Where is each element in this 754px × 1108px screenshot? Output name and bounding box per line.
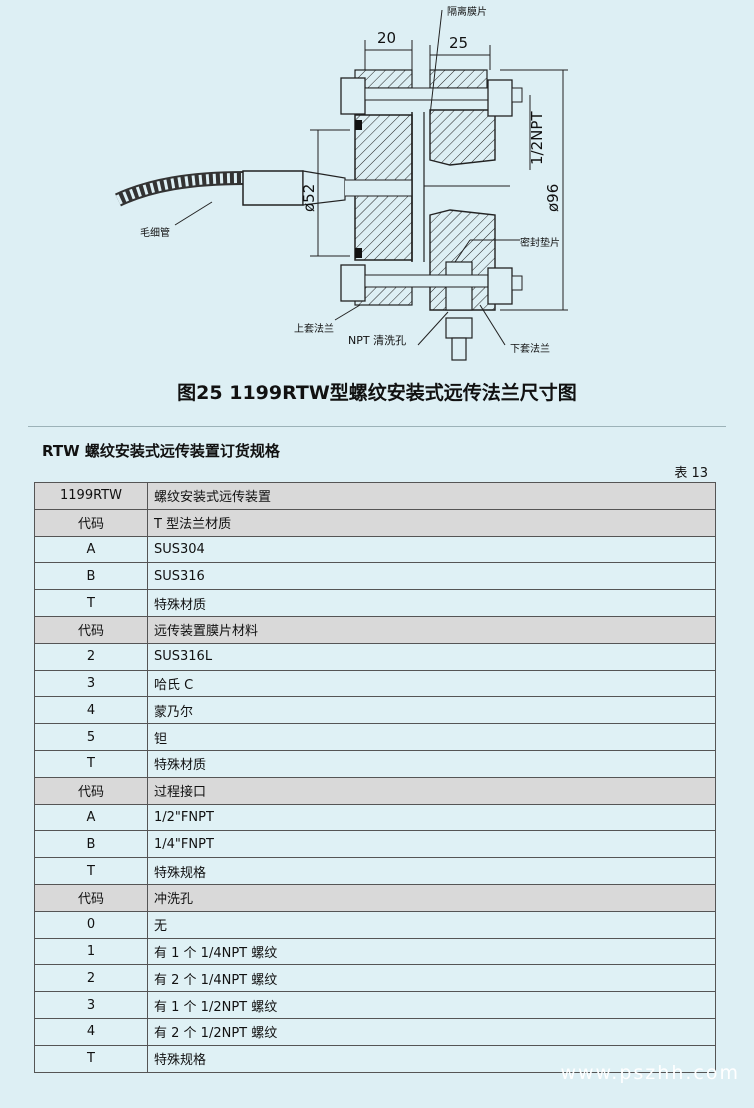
label-upper-flange: 上套法兰: [294, 322, 334, 335]
code-cell: T: [34, 589, 148, 617]
description-cell: SUS316: [147, 562, 716, 591]
code-cell: T: [34, 857, 148, 885]
label-dim-20: 20: [377, 29, 396, 47]
capillary-tube: [115, 170, 346, 207]
description-cell: 有 2 个 1/2NPT 螺纹: [147, 1017, 716, 1046]
label-thread-half-npt: 1/2NPT: [528, 111, 546, 165]
description-cell: T 型法兰材质: [147, 508, 716, 537]
code-cell: 1199RTW: [34, 482, 148, 510]
code-cell: 2: [34, 642, 148, 671]
description-cell: SUS304: [147, 535, 716, 564]
description-cell: 特殊规格: [147, 1044, 716, 1073]
code-cell: 2: [34, 964, 148, 993]
code-cell: 3: [34, 991, 148, 1019]
bolts: [340, 77, 523, 305]
description-cell: 特殊规格: [147, 857, 716, 885]
description-cell: 1/4"FNPT: [147, 830, 716, 859]
code-cell: 代码: [34, 508, 148, 537]
label-npt-flush-hole: NPT 清洗孔: [348, 334, 406, 347]
description-cell: 有 2 个 1/4NPT 螺纹: [147, 964, 716, 993]
code-cell: 0: [34, 910, 148, 939]
table-section-header: 代码冲洗孔: [34, 883, 716, 912]
label-capillary: 毛细管: [140, 226, 170, 239]
upper-flange: [345, 69, 413, 306]
code-cell: A: [34, 535, 148, 564]
code-cell: 4: [34, 1017, 148, 1046]
label-dia-52: ø52: [300, 184, 318, 212]
label-diaphragm: 隔离膜片: [447, 5, 487, 18]
code-cell: 代码: [34, 776, 148, 805]
code-cell: 1: [34, 937, 148, 966]
description-cell: 有 1 个 1/2NPT 螺纹: [147, 991, 716, 1019]
description-cell: 特殊材质: [147, 589, 716, 617]
code-cell: 代码: [34, 615, 148, 644]
section-title: RTW 螺纹安装式远传装置订货规格: [42, 442, 280, 460]
description-cell: 蒙乃尔: [147, 696, 716, 725]
description-cell: 1/2"FNPT: [147, 803, 716, 832]
code-cell: 代码: [34, 883, 148, 912]
code-cell: B: [34, 830, 148, 859]
code-cell: B: [34, 562, 148, 591]
description-cell: 哈氏 C: [147, 669, 716, 698]
description-cell: 螺纹安装式远传装置: [147, 482, 716, 510]
description-cell: 冲洗孔: [147, 883, 716, 912]
label-gasket: 密封垫片: [520, 236, 560, 249]
code-cell: 4: [34, 696, 148, 725]
code-cell: A: [34, 803, 148, 832]
flush-plug: [445, 317, 473, 361]
code-cell: 3: [34, 669, 148, 698]
table-section-header: 代码过程接口: [34, 776, 716, 805]
description-cell: 无: [147, 910, 716, 939]
description-cell: 有 1 个 1/4NPT 螺纹: [147, 937, 716, 966]
table-section-header: 代码远传装置膜片材料: [34, 615, 716, 644]
dimension-lines: [174, 9, 568, 346]
label-dia-96: ø96: [544, 184, 562, 212]
description-cell: SUS316L: [147, 642, 716, 671]
description-cell: 钽: [147, 723, 716, 751]
label-dim-25: 25: [449, 34, 468, 52]
code-cell: T: [34, 749, 148, 778]
description-cell: 过程接口: [147, 776, 716, 805]
table-number: 表 13: [674, 466, 708, 481]
description-cell: 特殊材质: [147, 749, 716, 778]
label-lower-flange: 下套法兰: [510, 342, 550, 355]
flange-dimension-drawing: 隔离膜片 20 25 1/2NPT ø52 ø96 毛细管 密封垫片 上套法兰 …: [115, 5, 568, 361]
figure-caption: 图25 1199RTW型螺纹安装式远传法兰尺寸图: [177, 382, 577, 404]
divider: [28, 426, 726, 427]
description-cell: 远传装置膜片材料: [147, 615, 716, 644]
code-cell: 5: [34, 723, 148, 751]
code-cell: T: [34, 1044, 148, 1073]
watermark: www.pszhh.com: [560, 1062, 740, 1084]
